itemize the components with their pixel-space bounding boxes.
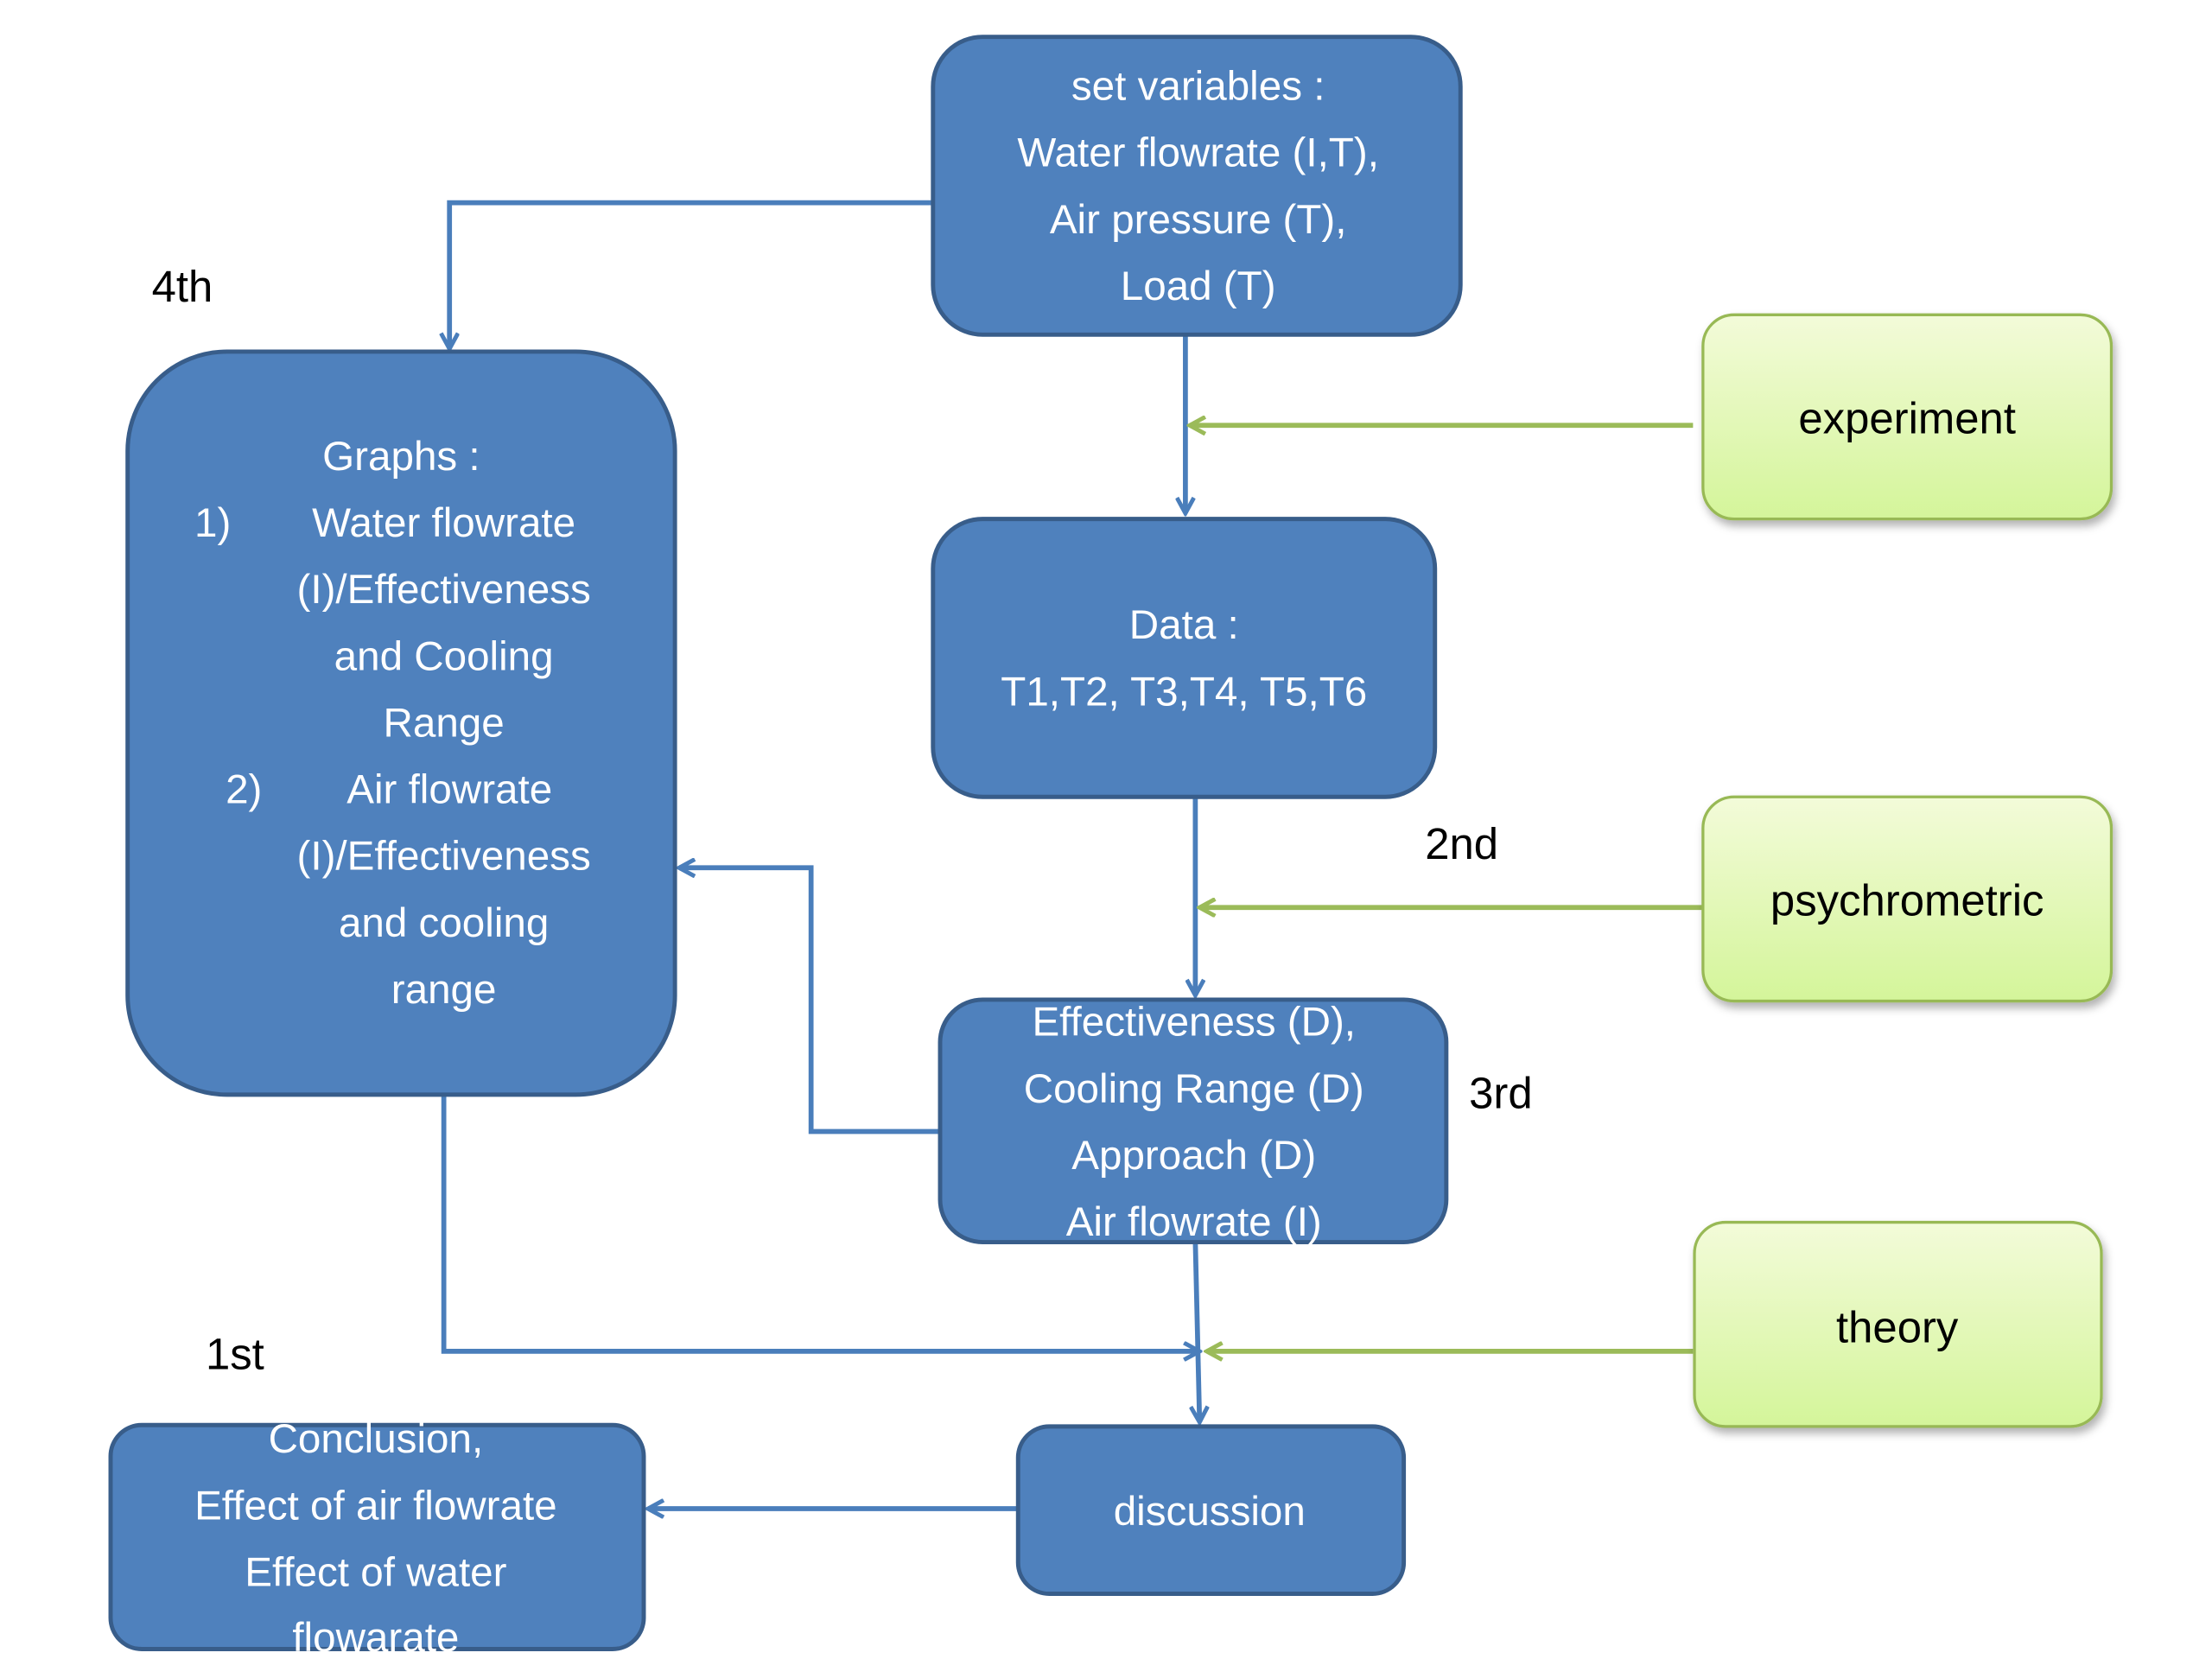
box-line: set variables : [1071, 64, 1325, 110]
box-line: and Cooling [334, 633, 554, 679]
box-line: Conclusion, [269, 1416, 484, 1462]
list-number: 2) [226, 767, 262, 813]
box-line: T1,T2, T3,T4, T5,T6 [1001, 669, 1367, 715]
box-line: Air flowrate (I) [1066, 1199, 1322, 1245]
set-variables-box: set variables : Water flowrate (I,T), Ai… [931, 35, 1463, 337]
box-line: Graphs : [322, 434, 480, 480]
order-label-2nd: 2nd [1425, 819, 1498, 868]
order-label-1st: 1st [206, 1330, 264, 1379]
box-line: Effectiveness (D), [1032, 1000, 1356, 1046]
box-label: experiment [1798, 394, 2016, 443]
results-box: Effectiveness (D), Cooling Range (D) App… [938, 997, 1449, 1245]
box-line: Cooling Range (D) [1024, 1066, 1364, 1112]
list-number: 1) [194, 500, 231, 546]
box-line: Effect of water [245, 1549, 506, 1595]
arrow-results-to-discussion [1195, 1242, 1199, 1422]
arrow-set-to-graphs [449, 200, 933, 349]
graphs-box: Graphs : 1) Water flowrate (I)/Effective… [125, 349, 677, 1097]
box-line: Air flowrate [346, 767, 552, 813]
box-line: and cooling [339, 900, 549, 946]
arrow-graphs-to-discussion [441, 1094, 1200, 1351]
box-line: Effect of air flowrate [194, 1483, 557, 1529]
box-label: psychrometric [1770, 876, 2044, 925]
box-line: Range [384, 700, 505, 746]
box-line: (I)/Effectiveness [297, 834, 591, 880]
box-line: Water flowrate (I,T), [1017, 130, 1379, 176]
data-box: Data : T1,T2, T3,T4, T5,T6 [931, 517, 1438, 799]
arrow-results-to-graphs [679, 868, 940, 1135]
order-label-3rd: 3rd [1469, 1069, 1533, 1118]
box-line: (I)/Effectiveness [297, 567, 591, 613]
theory-box: theory [1693, 1220, 2103, 1428]
box-line: Approach (D) [1071, 1133, 1316, 1179]
order-label-4th: 4th [152, 262, 213, 311]
box-line: Data : [1129, 602, 1239, 648]
experiment-box: experiment [1701, 313, 2113, 521]
box-line: discussion [1114, 1489, 1306, 1535]
psychrometric-box: psychrometric [1701, 795, 2113, 1003]
box-label: theory [1836, 1303, 1959, 1352]
box-line: range [391, 967, 497, 1013]
box-line: Water flowrate [312, 500, 575, 546]
box-line: Air pressure (T), [1050, 197, 1347, 243]
box-line: flowarate [292, 1615, 459, 1659]
box-line: Load (T) [1121, 264, 1276, 309]
conclusion-box: Conclusion, Effect of air flowrate Effec… [108, 1416, 646, 1659]
discussion-box: discussion [1015, 1424, 1407, 1596]
